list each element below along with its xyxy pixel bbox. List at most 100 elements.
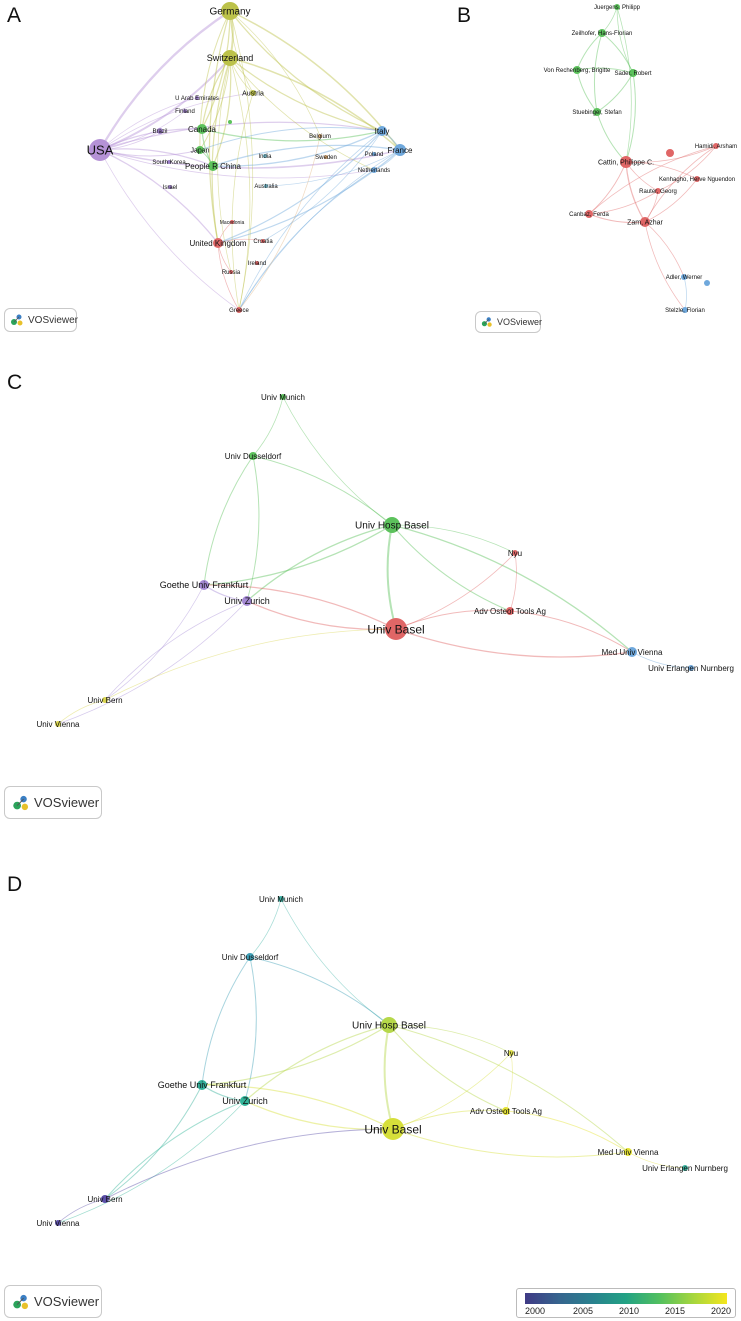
node-label-belgium: Belgium: [309, 134, 331, 140]
node-belgium[interactable]: [318, 134, 322, 138]
node-sader-robert[interactable]: [629, 69, 637, 77]
node-greece[interactable]: [236, 307, 242, 313]
node-univ-basel[interactable]: [385, 618, 407, 640]
node-label-zeilhofer-hans-florian: Zeilhofer, Hans-Florian: [572, 31, 633, 37]
node-russia[interactable]: [229, 270, 233, 274]
node-juergens-philipp[interactable]: [614, 4, 620, 10]
node-japan[interactable]: [196, 146, 204, 154]
node-cattin-philippe-c[interactable]: [620, 156, 632, 168]
edge-zam-azhar-kenhagho-herve-nguendon: [644, 178, 698, 223]
node-label-adv-osteot-tools-ag: Adv Osteot Tools Ag: [474, 607, 546, 616]
node-label-people-r-china: People R China: [185, 162, 242, 171]
node-stuebinger-stefan[interactable]: [593, 108, 601, 116]
node-label-croatia: Croatia: [253, 239, 273, 245]
node-brazil[interactable]: [157, 128, 163, 134]
vosviewer-icon: [13, 1294, 29, 1309]
node-switzerland[interactable]: [222, 50, 238, 66]
node-hamidi-arsham[interactable]: [713, 143, 719, 149]
node-usa[interactable]: [89, 139, 111, 161]
edge-italy-japan: [199, 127, 383, 151]
node-univ-erlangen-nurnberg[interactable]: [688, 665, 694, 671]
node-canbaz-ferda[interactable]: [585, 210, 593, 218]
node-goethe-univ-frankfurt[interactable]: [199, 580, 209, 590]
node-u-arab-emirates[interactable]: [195, 96, 199, 100]
node-univ-vienna[interactable]: [55, 721, 61, 727]
node-zeilhofer-hans-florian[interactable]: [598, 29, 606, 37]
node-univ-bern[interactable]: [102, 697, 108, 703]
node-italy[interactable]: [377, 126, 387, 136]
edge-univ-zurich-univ-vienna: [57, 600, 248, 725]
node-univ-vienna[interactable]: [55, 1220, 61, 1226]
node-ireland[interactable]: [255, 261, 259, 265]
node-adv-osteot-tools-ag[interactable]: [506, 607, 514, 615]
node-label-brazil: Brazil: [152, 129, 167, 135]
node-france[interactable]: [394, 144, 406, 156]
node-poland[interactable]: [372, 152, 376, 156]
node-univ-bern[interactable]: [101, 1195, 109, 1203]
node-stelzle-florian[interactable]: [682, 307, 688, 313]
node-univ-hosp-basel[interactable]: [381, 1017, 397, 1033]
edge-nyu-adv-osteot-tools-ag: [509, 552, 517, 612]
node-adler-werner[interactable]: [681, 274, 687, 280]
year-tick-2000: 2000: [524, 1306, 546, 1316]
edge-usa-france: [99, 149, 401, 169]
node-nyu[interactable]: [508, 1050, 514, 1056]
node-univ-zurich[interactable]: [240, 1096, 250, 1106]
node-univ-basel[interactable]: [382, 1118, 404, 1140]
node-croatia[interactable]: [261, 239, 265, 243]
node-label-nyu: Nyu: [508, 549, 522, 558]
node-adv-osteot-tools-ag[interactable]: [502, 1107, 510, 1115]
edge-france-australia: [265, 149, 401, 187]
node-australia[interactable]: [264, 184, 268, 188]
node-sweden[interactable]: [324, 155, 328, 159]
node-med-univ-vienna[interactable]: [624, 1148, 632, 1156]
node-macedonia[interactable]: [230, 220, 234, 224]
year-color-legend: 2000 2005 2010 2015 2020: [516, 1288, 736, 1318]
node-finland[interactable]: [183, 109, 187, 113]
node-india[interactable]: [263, 154, 267, 158]
edge-rauter-georg-hamidi-arsham: [657, 145, 717, 192]
vosviewer-logo-badge-b: VOSviewer: [475, 311, 542, 333]
node-univ-dusseldorf[interactable]: [246, 953, 254, 961]
edge-zam-azhar-adler-werner: [644, 221, 685, 278]
node-netherlands[interactable]: [371, 167, 377, 173]
edge-italy-people-r-china: [212, 130, 383, 167]
node-unlabeled[interactable]: [704, 280, 710, 286]
node-people-r-china[interactable]: [208, 161, 218, 171]
node-von-rechenberg-brigitte[interactable]: [573, 66, 581, 74]
node-zam-azhar[interactable]: [640, 217, 650, 227]
node-israel[interactable]: [168, 185, 172, 189]
node-med-univ-vienna[interactable]: [627, 647, 637, 657]
edge-sader-robert-stuebinger-stefan: [596, 72, 634, 113]
node-kenhagho-herve-nguendon[interactable]: [694, 176, 700, 182]
edge-canbaz-ferda-hamidi-arsham: [588, 145, 717, 215]
node-label-hamidi-arsham: Hamidi, Arsham: [695, 144, 737, 150]
node-rauter-georg[interactable]: [655, 188, 661, 194]
node-univ-dusseldorf[interactable]: [249, 452, 257, 460]
node-univ-munich[interactable]: [278, 896, 284, 902]
node-unlabeled[interactable]: [666, 149, 674, 157]
edge-univ-basel-goethe-univ-frankfurt: [203, 584, 397, 630]
node-united-kingdom[interactable]: [213, 238, 223, 248]
node-univ-hosp-basel[interactable]: [384, 517, 400, 533]
node-label-med-univ-vienna: Med Univ Vienna: [602, 648, 663, 657]
node-austria[interactable]: [250, 90, 256, 96]
year-tick-2020: 2020: [710, 1306, 732, 1316]
node-label-juergens-philipp: Juergens, Philipp: [594, 5, 641, 11]
vosviewer-label: VOSviewer: [28, 314, 79, 326]
node-label-ireland: Ireland: [248, 261, 266, 267]
node-canada[interactable]: [197, 124, 207, 134]
node-univ-zurich[interactable]: [242, 596, 252, 606]
node-univ-erlangen-nurnberg[interactable]: [682, 1165, 688, 1171]
edge-germany-italy: [229, 10, 383, 132]
node-south-korea[interactable]: [167, 160, 171, 164]
edge-univ-hosp-basel-goethe-univ-frankfurt: [201, 1024, 390, 1086]
node-nyu[interactable]: [512, 550, 518, 556]
node-univ-munich[interactable]: [280, 394, 286, 400]
node-goethe-univ-frankfurt[interactable]: [197, 1080, 207, 1090]
node-unlabeled[interactable]: [228, 120, 232, 124]
node-germany[interactable]: [221, 2, 239, 20]
edge-univ-hosp-basel-univ-zurich: [244, 1024, 390, 1102]
